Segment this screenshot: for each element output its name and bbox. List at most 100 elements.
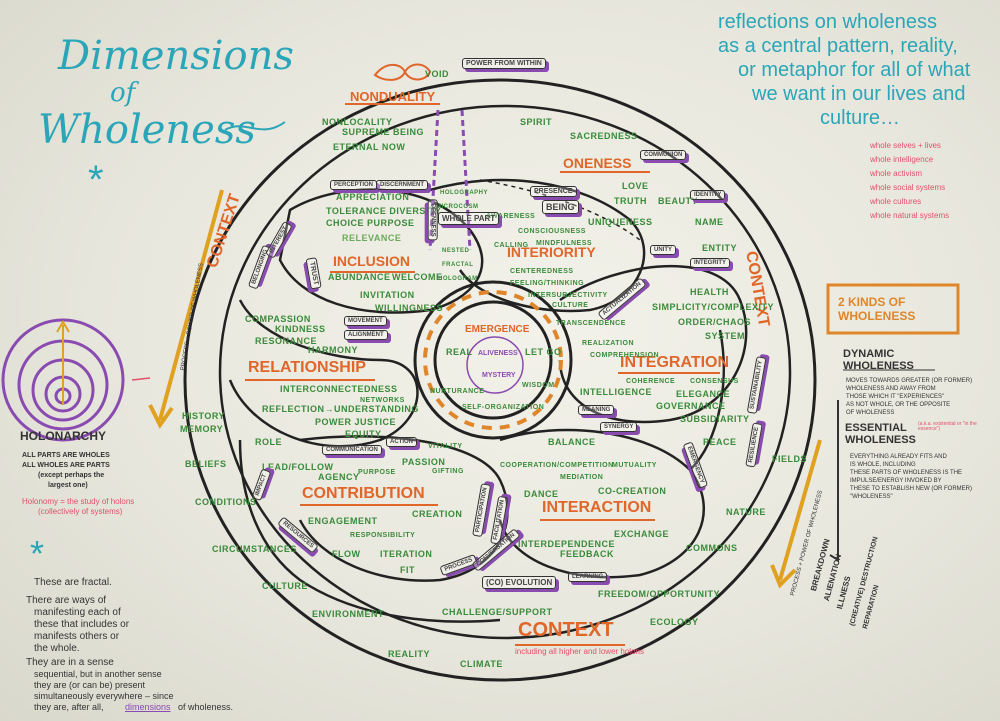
word-willingness: WILLINGNESS [375, 303, 443, 313]
word-compassion: COMPASSION [245, 314, 311, 324]
word-fit: FIT [400, 565, 415, 575]
petal-integration [558, 265, 748, 424]
kinds-dyn-4: AS NOT WHOLE, OR THE OPPOSITE [846, 402, 951, 408]
word-fields: FIELDS [772, 454, 808, 464]
holonarchy-l1: ALL PARTS ARE WHOLES [22, 452, 110, 459]
word-order: ORDER/CHAOS [678, 317, 752, 327]
word-purpose: PURPOSE [358, 469, 396, 476]
word-conditions: CONDITIONS [195, 497, 257, 507]
word-challenge: CHALLENGE/SUPPORT [442, 607, 553, 617]
kinds-ess-3: THESE PARTS OF WHOLENESS IS THE [850, 470, 963, 476]
word-health: HEALTH [690, 287, 729, 297]
kinds-dyn-1: MOVES TOWARDS GREATER (OR FORMER) [846, 378, 973, 384]
word-beauty: BEAUTY [658, 196, 699, 206]
box-communication: COMMUNICATION [322, 445, 382, 455]
holonarchy-l2: ALL WHOLES ARE PARTS [22, 462, 110, 469]
box-learning: LEARNING [568, 572, 608, 582]
box-identity: IDENTITY [690, 190, 726, 200]
whole-list-6: whole natural systems [870, 211, 950, 220]
word-eternal-now: ETERNAL NOW [333, 142, 406, 152]
center-real: REAL [446, 347, 473, 357]
word-passion: PASSION [402, 457, 446, 467]
word-flow: FLOW [332, 549, 361, 559]
heading-contribution: CONTRIBUTION [302, 485, 425, 502]
kinds-ess-5: THESE TO ESTABLISH NEW (OR FORMER) [850, 486, 973, 492]
word-mutuality: MUTUALITY [612, 462, 657, 469]
whole-list-4: whole social systems [870, 183, 946, 192]
word-system: SYSTEM [705, 331, 746, 341]
note-5: manifests others or [34, 631, 120, 642]
kinds-title: 2 KINDS OF WHOLENESS [838, 295, 916, 324]
word-networks: NETWORKS [360, 397, 405, 404]
kinds-ess-2: IS WHOLE, INCLUDING [850, 462, 916, 468]
word-centeredness: CENTEREDNESS [510, 268, 574, 275]
reflections-4: we want in our lives and [752, 83, 966, 105]
box-action: ACTION [386, 437, 417, 447]
note-12: dimensions [125, 702, 171, 712]
kinds-ess-4: IMPULSE/ENERGY INVOKED BY [850, 478, 942, 484]
kinds-dynamic: DYNAMIC WHOLENESS [843, 348, 914, 373]
heading-emergence: EMERGENCE [465, 324, 530, 335]
center-aliveness: ALIVENESS [478, 350, 518, 357]
box-movement: MOVEMENT [344, 316, 387, 326]
box-presence: PRESENCE [530, 186, 577, 197]
word-relevance: RELEVANCE [342, 233, 402, 243]
box-discernment: DISCERNMENT [376, 180, 429, 190]
word-mediation: MEDIATION [560, 474, 604, 481]
word-beliefs: BELIEFS [185, 459, 227, 469]
reflections-1: reflections on wholeness [718, 11, 938, 33]
word-nested: NESTED [442, 248, 470, 254]
box-communion: COMMUNION [640, 150, 687, 160]
word-interdependence: INTERDEPENDENCE [518, 539, 616, 549]
holonarchy-l4: largest one) [48, 482, 88, 489]
word-consensus: CONSENSUS [690, 378, 739, 385]
box-coevolution: (CO) EVOLUTION [482, 576, 557, 589]
word-agency: AGENCY [318, 472, 360, 482]
heading-relationship: RELATIONSHIP [248, 359, 366, 376]
word-governance: GOVERNANCE [656, 401, 726, 411]
asterisk-mark: * [88, 158, 104, 202]
reflections-2: as a central pattern, reality, [718, 35, 958, 57]
word-void: VOID [425, 69, 450, 79]
inner-ring [218, 104, 792, 640]
word-elegance: ELEGANCE [676, 389, 731, 399]
word-intelligence: INTELLIGENCE [580, 387, 653, 397]
word-fractal: FRACTAL [442, 262, 474, 268]
word-freedom: FREEDOM/OPPORTUNITY [598, 589, 721, 599]
word-awareness: AWARENESS [486, 213, 536, 220]
heading-oneness: ONENESS [563, 155, 632, 171]
emergence-outer [413, 280, 573, 440]
box-openness: OPENNESS [427, 199, 438, 241]
note-3: manifesting each of [34, 607, 121, 618]
word-environment: ENVIRONMENT [312, 609, 385, 619]
box-whole-part: WHOLE PART [438, 212, 500, 225]
note-9: they are (or can be) present [34, 680, 146, 690]
word-wisdom: WISDOM [522, 382, 555, 389]
word-ecology: ECOLOGY [650, 617, 699, 627]
word-spirit: SPIRIT [520, 117, 553, 127]
box-meaning: MEANING [578, 405, 615, 415]
word-feedback: FEEDBACK [560, 549, 615, 559]
kinds-ess-1: EVERYTHING ALREADY FITS AND [850, 454, 947, 460]
word-realization: REALIZATION [582, 340, 635, 347]
note-11: they are, after all, [34, 702, 104, 712]
kinds-dyn-2: WHOLENESS AND AWAY FROM [846, 386, 936, 392]
box-being: BEING [542, 200, 579, 214]
word-dance: DANCE [524, 489, 559, 499]
word-circumstances: CIRCUMSTANCES [212, 544, 297, 554]
word-vitality: VITALITY [428, 443, 463, 450]
word-microcosm: MICROCOSM [436, 204, 479, 210]
box-power: POWER FROM WITHIN [462, 58, 546, 69]
word-creation: CREATION [412, 509, 463, 519]
petal-interaction [498, 428, 706, 579]
word-peace: PEACE [703, 437, 737, 447]
center-mystery: MYSTERY [482, 372, 516, 379]
emergence-arrows [423, 290, 563, 430]
notes-asterisk: * [30, 533, 45, 574]
word-tolerance: TOLERANCE DIVERSITY [326, 206, 442, 216]
word-gifting: GIFTING [432, 468, 464, 475]
word-uniqueness: UNIQUENESS [588, 217, 653, 227]
word-kindness: KINDNESS [275, 324, 326, 334]
word-simplicity: SIMPLICITY/COMPLEXITY [652, 302, 775, 312]
box-unity: UNITY [650, 245, 676, 255]
